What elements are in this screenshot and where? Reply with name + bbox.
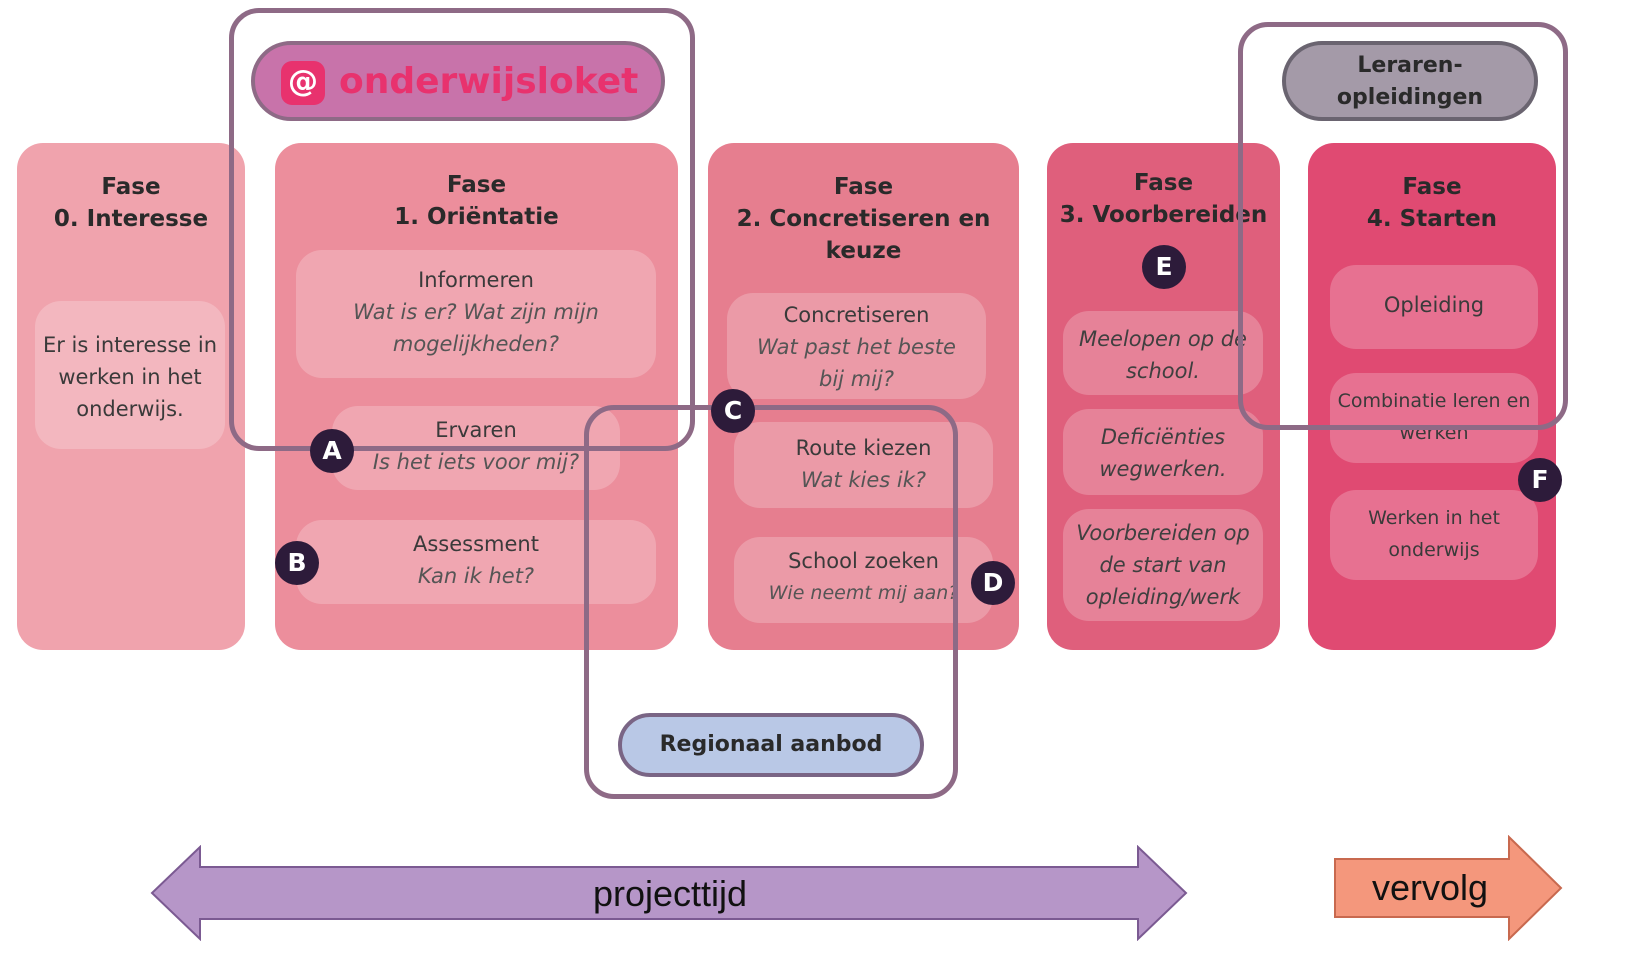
vervolg-arrow bbox=[1334, 835, 1563, 941]
step-title: Informeren bbox=[418, 268, 534, 292]
step-opleiding: Opleiding bbox=[1330, 265, 1538, 349]
step-route-kiezen: Route kiezen Wat kies ik? bbox=[734, 422, 993, 508]
marker-e: E bbox=[1142, 245, 1186, 289]
step-title: Concretiseren bbox=[783, 303, 930, 327]
step-werken-onderwijs: Werken in het onderwijs bbox=[1330, 490, 1538, 580]
at-sign-icon: @ bbox=[281, 61, 325, 105]
step-subtitle: Wat is er? Wat zijn mijn mogelijkheden? bbox=[353, 300, 599, 356]
step-concretiseren: Concretiseren Wat past het beste bij mij… bbox=[727, 293, 986, 399]
marker-c: C bbox=[711, 389, 755, 433]
step-subtitle: Wat past het beste bij mij? bbox=[757, 335, 956, 391]
phase-2-title: Fase 2. Concretiseren en keuze bbox=[736, 174, 991, 264]
phase-0-title: Fase 0. Interesse bbox=[53, 174, 209, 232]
phase-0-interest-box: Er is interesse in werken in het onderwi… bbox=[35, 301, 225, 449]
phase-3-title: Fase 3. Voorbereiden bbox=[1059, 170, 1268, 228]
vervolg-label: vervolg bbox=[1371, 867, 1489, 908]
phase-1-column: Fase 1. Oriëntatie Informeren Wat is er?… bbox=[275, 143, 678, 650]
step-subtitle: Is het iets voor mij? bbox=[372, 450, 580, 474]
phase-2-column: Fase 2. Concretiseren en keuze Concretis… bbox=[708, 143, 1019, 650]
projecttijd-label: projecttijd bbox=[592, 873, 748, 914]
step-title: Ervaren bbox=[435, 418, 517, 442]
step-title: Route kiezen bbox=[795, 436, 932, 460]
step-title: Assessment bbox=[413, 532, 539, 556]
onderwijsloket-logo: @ onderwijsloket bbox=[251, 41, 665, 121]
phase-0-column: Fase 0. Interesse Er is interesse in wer… bbox=[17, 143, 245, 650]
step-subtitle: Wat kies ik? bbox=[800, 468, 927, 492]
marker-b: B bbox=[275, 541, 319, 585]
projecttijd-arrow bbox=[150, 845, 1188, 941]
phase-1-title: Fase 1. Oriëntatie bbox=[394, 172, 559, 230]
regionaal-aanbod-badge: Regionaal aanbod bbox=[618, 713, 924, 777]
phase-4-column: Fase 4. Starten Opleiding Combinatie ler… bbox=[1308, 143, 1556, 650]
step-deficienties: Deficiënties wegwerken. bbox=[1063, 409, 1263, 495]
step-voorbereiden-start: Voorbereiden op de start van opleiding/w… bbox=[1063, 509, 1263, 621]
onderwijsloket-frame bbox=[229, 8, 695, 451]
lerarenopleidingen-frame bbox=[1238, 22, 1568, 430]
step-combinatie: Combinatie leren en werken bbox=[1330, 373, 1538, 463]
phase-4-title: Fase 4. Starten bbox=[1366, 174, 1498, 232]
step-assessment: Assessment Kan ik het? bbox=[296, 520, 656, 604]
step-informeren: Informeren Wat is er? Wat zijn mijn moge… bbox=[296, 250, 656, 378]
lerarenopleidingen-badge: Leraren- opleidingen bbox=[1282, 41, 1538, 121]
step-school-zoeken: School zoeken Wie neemt mij aan? bbox=[734, 537, 993, 623]
regionaal-aanbod-frame bbox=[584, 405, 958, 799]
marker-a: A bbox=[310, 429, 354, 473]
step-subtitle: Kan ik het? bbox=[417, 564, 535, 588]
onderwijsloket-logo-text: onderwijsloket bbox=[339, 61, 639, 102]
step-subtitle: Wie neemt mij aan? bbox=[768, 582, 959, 604]
marker-d: D bbox=[971, 561, 1015, 605]
step-title: School zoeken bbox=[788, 549, 939, 573]
step-meelopen: Meelopen op de school. bbox=[1063, 311, 1263, 395]
marker-f: F bbox=[1518, 458, 1562, 502]
